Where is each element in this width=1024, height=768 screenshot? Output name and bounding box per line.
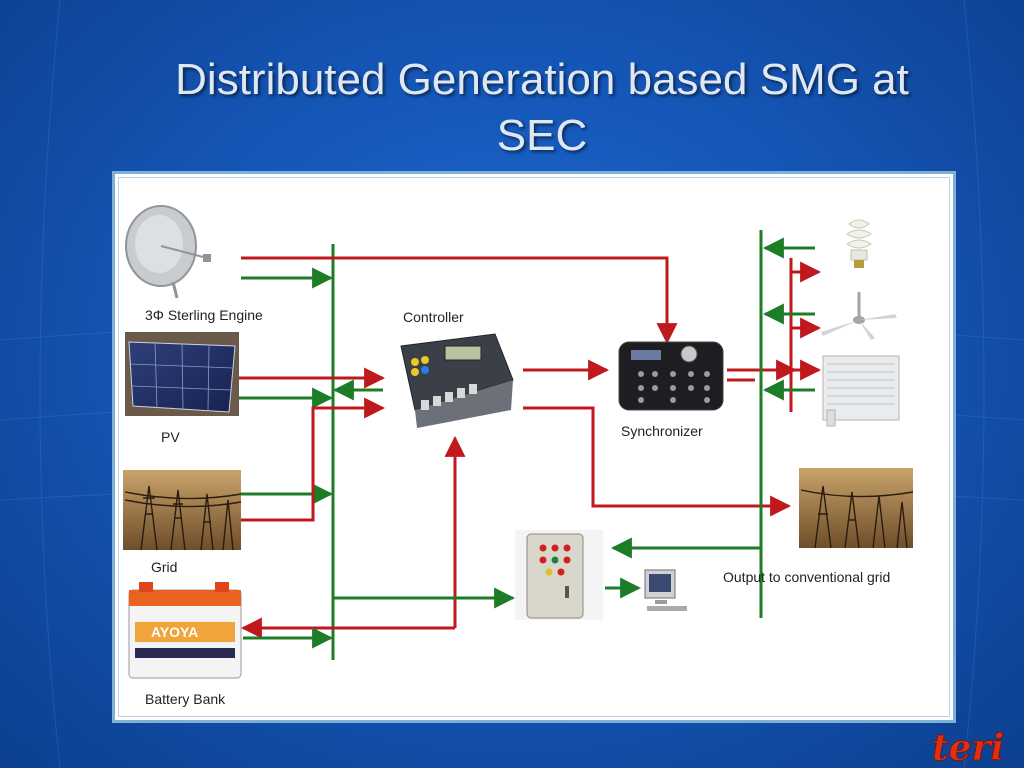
- smg-diagram: 3Φ Sterling Engine PV: [115, 174, 953, 720]
- controller-device-icon: [401, 334, 513, 428]
- synchronizer-label: Synchronizer: [621, 423, 703, 439]
- sterling-engine-label: 3Φ Sterling Engine: [145, 307, 263, 323]
- slide-title-line2: SEC: [60, 108, 1024, 164]
- ceiling-fan-icon: [821, 292, 897, 340]
- grid-label: Grid: [151, 559, 177, 575]
- battery-bank-label: Battery Bank: [145, 691, 226, 707]
- slide-title-line1: Distributed Generation based SMG at: [60, 52, 1024, 108]
- grid-towers-icon: [123, 470, 241, 550]
- cfl-bulb-icon: [847, 220, 871, 268]
- battery-brand-text: AYOYA: [151, 624, 198, 640]
- diagram-panel: 3Φ Sterling Engine PV: [112, 171, 956, 723]
- controller-label: Controller: [403, 309, 464, 325]
- teri-logo: teri: [928, 722, 1024, 768]
- pv-label: PV: [161, 429, 180, 445]
- computer-monitor-icon: [645, 570, 687, 611]
- teri-logo-text: teri: [932, 727, 1004, 768]
- output-grid-label: Output to conventional grid: [723, 569, 890, 585]
- battery-icon: AYOYA: [129, 582, 241, 678]
- slide-title: Distributed Generation based SMG at SEC: [60, 52, 1024, 164]
- air-conditioner-icon: [823, 356, 899, 426]
- grid-red-to-controller: [241, 408, 383, 520]
- control-cabinet-icon: [515, 530, 603, 620]
- synchronizer-device-icon: [619, 342, 723, 410]
- pv-panel-icon: [125, 332, 239, 416]
- sterling-engine-dish-icon: [126, 206, 211, 298]
- output-grid-towers-icon: [799, 468, 913, 548]
- sterling-to-synchronizer-red: [241, 258, 667, 342]
